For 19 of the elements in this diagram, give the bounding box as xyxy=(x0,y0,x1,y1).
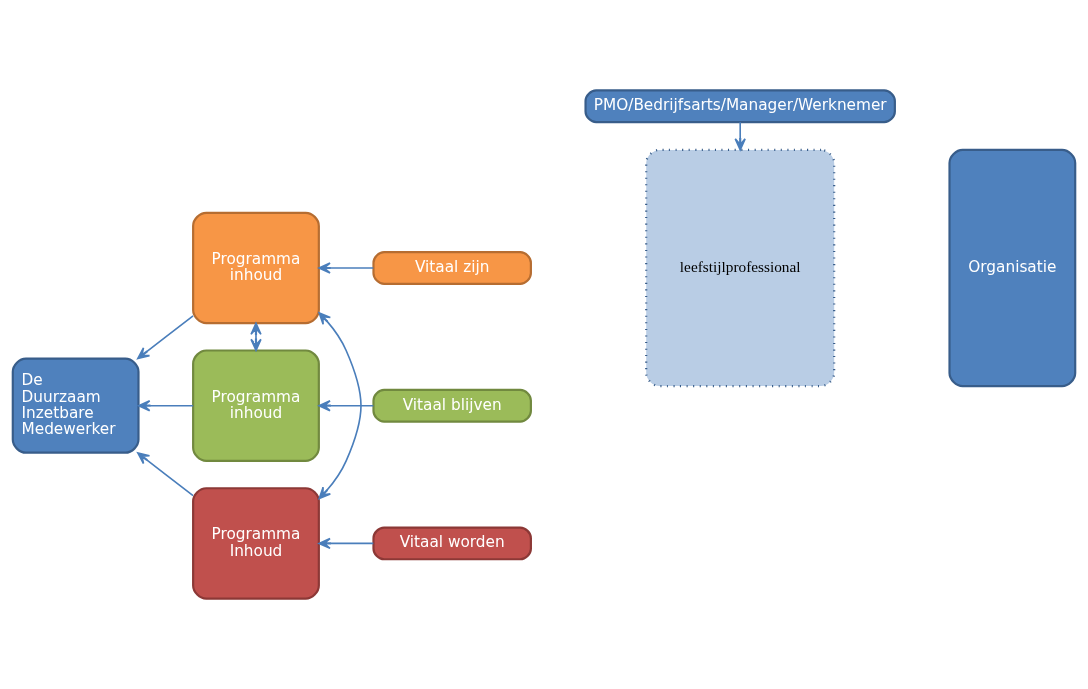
node-box: De Duurzaam Inzetbare Medewerker xyxy=(11,357,140,454)
arrow xyxy=(250,322,262,352)
arrow xyxy=(734,121,746,151)
arrow xyxy=(318,399,375,412)
arrow xyxy=(137,452,194,497)
arrow xyxy=(318,312,362,500)
arrow xyxy=(137,399,194,412)
arrow xyxy=(318,262,375,274)
arrow xyxy=(318,537,375,550)
node-box: Organisatie xyxy=(948,148,1077,388)
node-box: leefstijlprofessional xyxy=(645,148,836,388)
arrow xyxy=(137,314,194,360)
node-box: Vitaal zijn xyxy=(372,251,532,285)
node-box: PMO/Bedrijfsarts/Manager/Werknemer xyxy=(584,89,896,124)
node-box: Vitaal blijven xyxy=(372,388,532,423)
node-box: Programma Inhoud xyxy=(192,487,320,600)
node-box: Programma inhoud xyxy=(192,349,320,462)
node-box: Vitaal worden xyxy=(372,526,532,561)
node-box: Programma inhoud xyxy=(192,211,320,325)
